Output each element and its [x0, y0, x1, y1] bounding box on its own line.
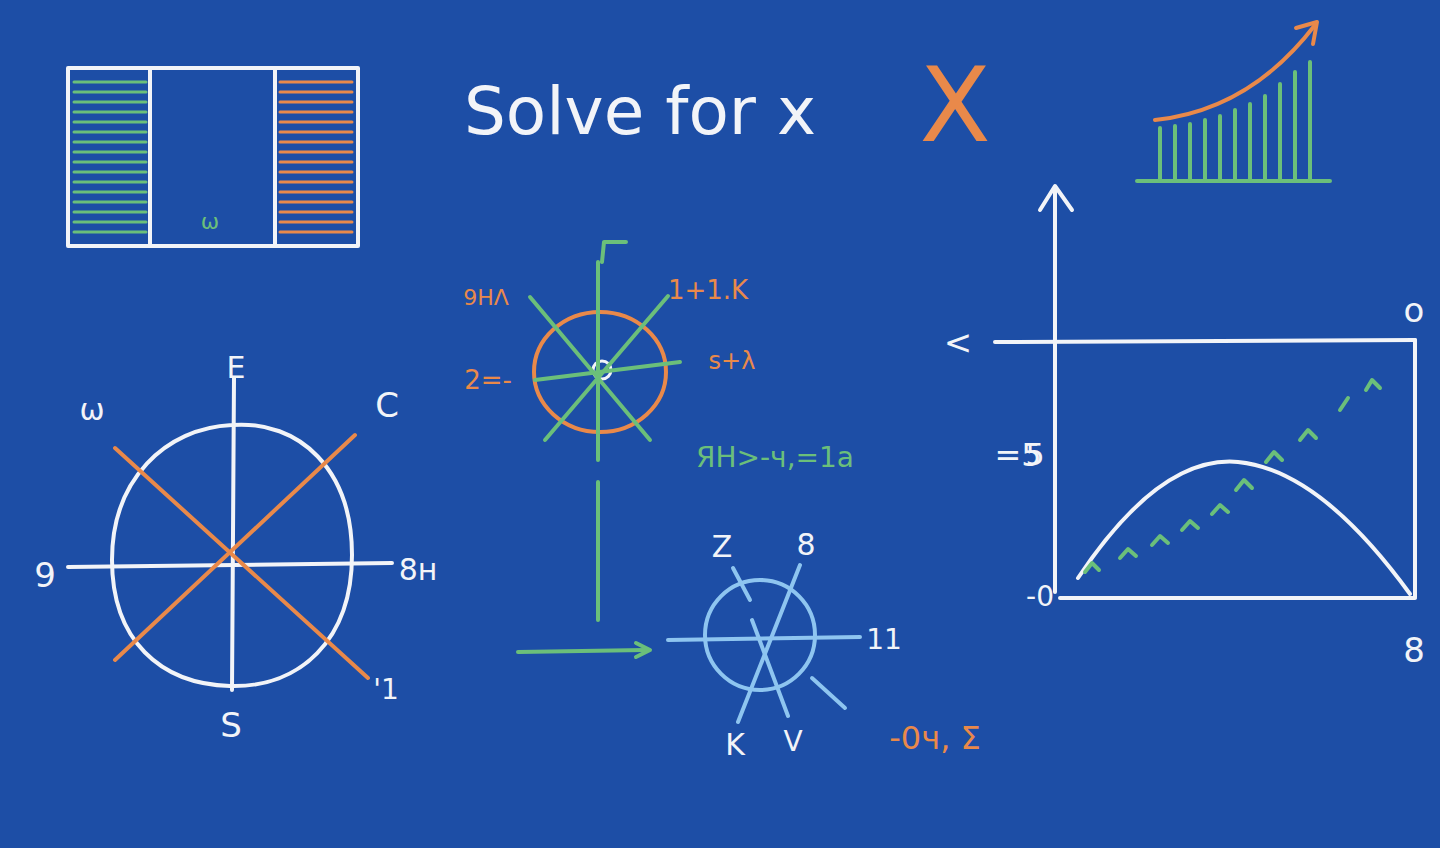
spoke-label: -0ч, Σ [889, 722, 980, 754]
equation-text: ЯH>-ч,=1a [696, 444, 854, 472]
axis-label: E [227, 353, 246, 383]
spoke-label: V [783, 728, 802, 756]
axis-label: 8н [399, 555, 438, 585]
spoke-label: s+λ [709, 349, 756, 373]
graph-label: o [1404, 293, 1425, 327]
bar-chart-sketch [1137, 22, 1330, 181]
compass-sketch [68, 378, 392, 690]
graph-label: < [944, 325, 973, 359]
spoke-label: 1+1.K [668, 277, 748, 303]
blue-circle-sketch [668, 565, 860, 722]
axis-label: 9 [34, 558, 56, 592]
spoke-label: Z [712, 532, 733, 562]
title-variable: X [919, 53, 990, 157]
spoke-label: 2=- [464, 367, 512, 393]
spoke-label: 8 [796, 530, 815, 560]
spoke-label: 11 [866, 626, 902, 654]
axis-label: '1 [373, 676, 399, 704]
panel-sketch [68, 68, 358, 246]
graph-label: 8 [1403, 633, 1425, 667]
panel-label: ω [201, 211, 219, 233]
axis-label: S [220, 708, 242, 742]
spoke-label: 9HΛ [463, 287, 509, 309]
axis-label: C [375, 388, 399, 422]
graph-label: -0 [1026, 583, 1054, 611]
orange-circle-sketch [518, 242, 680, 657]
graph-label: 5 [1025, 440, 1044, 470]
axis-label: ω [79, 395, 104, 425]
title: Solve for x [464, 79, 816, 145]
spoke-label: K [725, 730, 745, 760]
graph-sketch [995, 186, 1415, 598]
